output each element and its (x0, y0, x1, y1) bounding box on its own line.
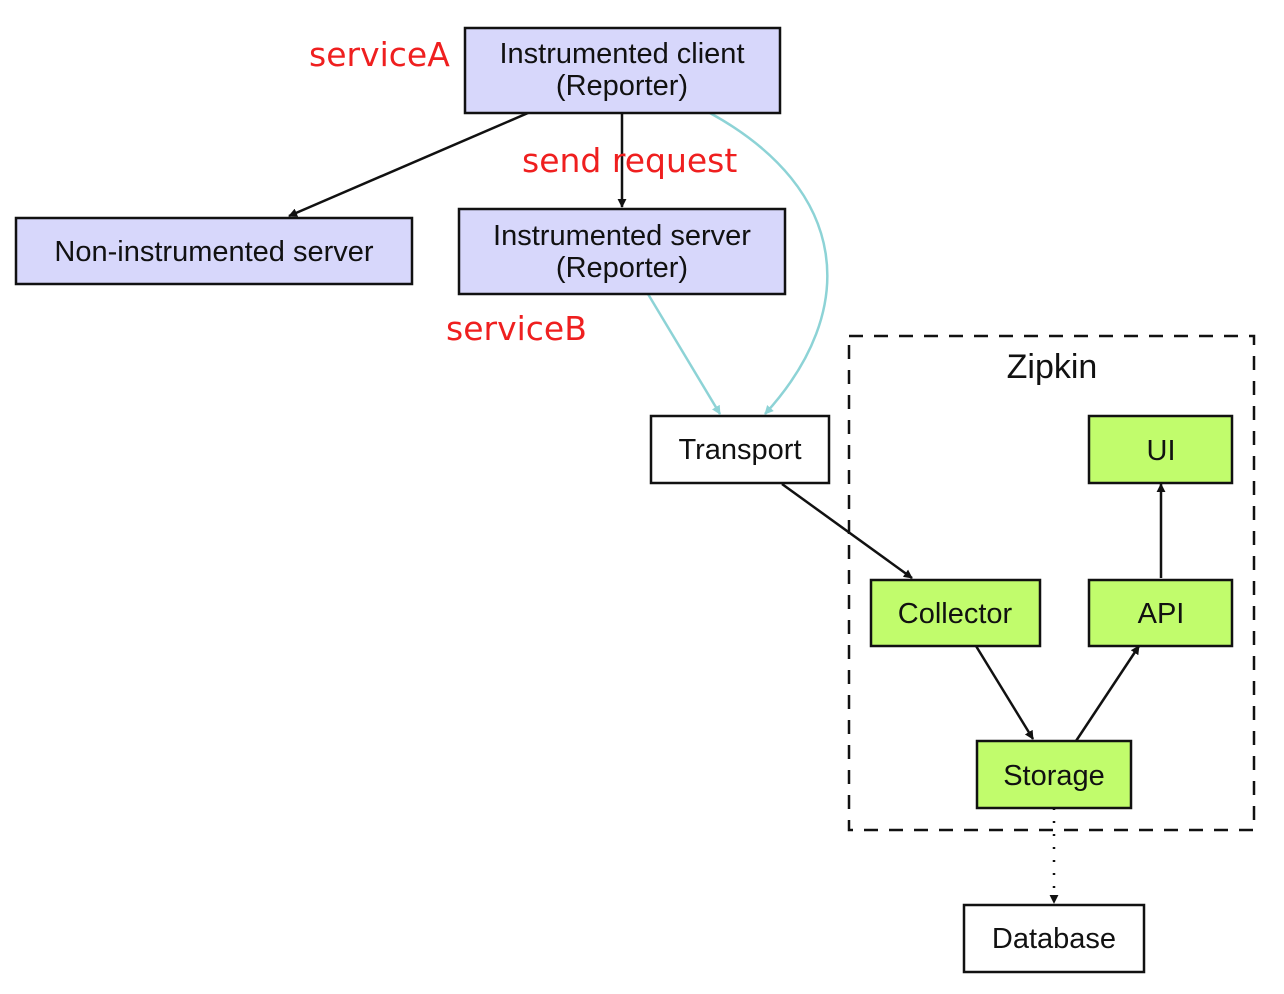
edge-transport-to-collector (781, 482, 913, 580)
node-database: Database (962, 903, 1146, 974)
node-instrumented-server-label: Instrumented server (493, 220, 751, 252)
node-instrumented-server-sublabel: (Reporter) (556, 252, 688, 284)
node-non-instrumented-server-label: Non-instrumented server (54, 236, 373, 268)
node-ui: UI (1087, 414, 1234, 485)
annotation-service-a: serviceA (309, 35, 450, 74)
node-api: API (1087, 578, 1234, 648)
node-non-instrumented-server: Non-instrumented server (14, 216, 414, 286)
node-collector-label: Collector (898, 598, 1013, 630)
node-instrumented-client-label: Instrumented client (499, 38, 744, 70)
edge-collector-to-storage (974, 645, 1035, 740)
node-instrumented-server: Instrumented server (Reporter) (457, 207, 787, 296)
node-ui-label: UI (1147, 435, 1176, 467)
edge-storage-to-api (1074, 645, 1141, 742)
edge-instrumented-server-to-transport (646, 293, 722, 415)
node-collector: Collector (869, 578, 1042, 648)
edge-client-to-transport (709, 111, 829, 415)
node-instrumented-client-sublabel: (Reporter) (556, 70, 688, 102)
node-storage-label: Storage (1003, 760, 1105, 792)
node-storage: Storage (975, 739, 1133, 810)
edge-client-to-non-instrumented-server (288, 111, 529, 218)
node-database-label: Database (992, 923, 1116, 955)
node-transport-label: Transport (678, 434, 801, 466)
zipkin-cluster-label: Zipkin (1007, 348, 1098, 386)
annotation-service-b: serviceB (446, 309, 587, 348)
node-instrumented-client: Instrumented client (Reporter) (463, 26, 782, 115)
annotation-send-request: send request (522, 141, 737, 180)
node-transport: Transport (649, 414, 831, 485)
zipkin-cluster-boundary (847, 334, 1256, 832)
node-api-label: API (1138, 598, 1185, 630)
